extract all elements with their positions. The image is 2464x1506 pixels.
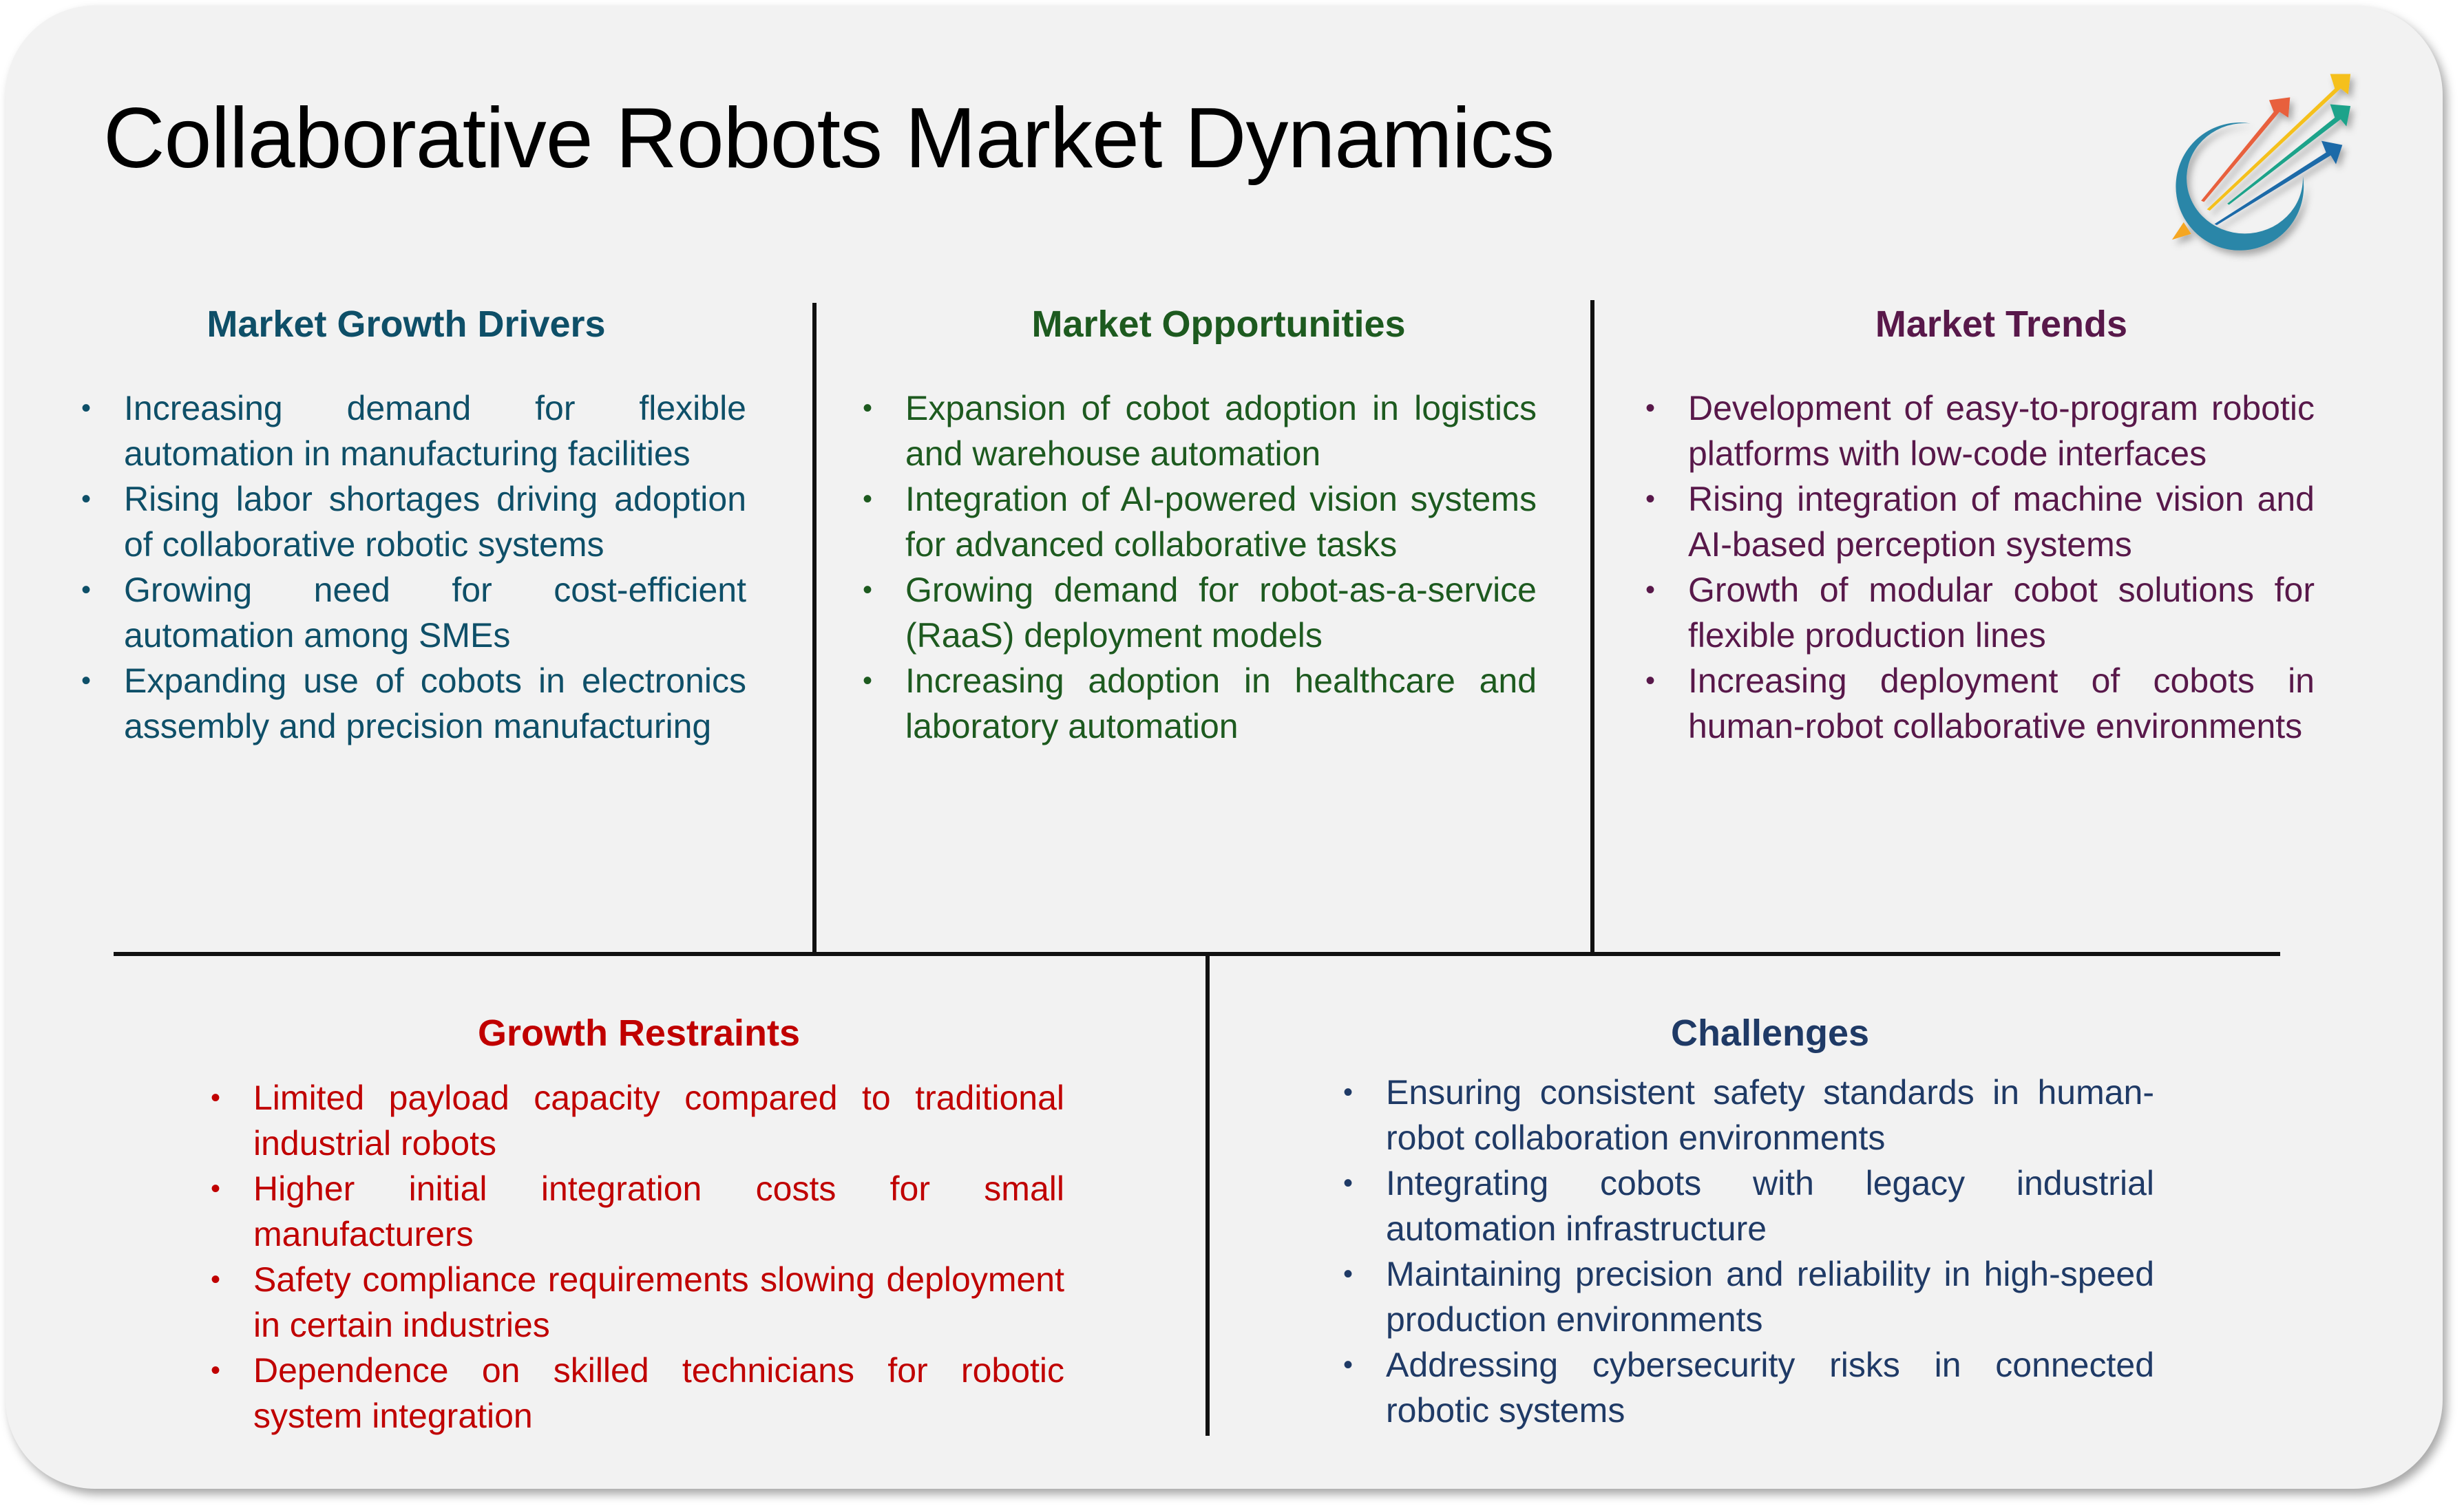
divider-vertical-1 [812, 303, 817, 954]
list-item: •Safety compliance requirements slowing … [211, 1260, 1064, 1344]
list-item: •Integration of AI-powered vision system… [863, 480, 1537, 564]
section-market-opportunities: Market Opportunities •Expansion of cobot… [863, 303, 1537, 749]
list-item: •Increasing deployment of cobots in huma… [1645, 661, 2315, 745]
divider-vertical-2 [1590, 300, 1594, 954]
list-item: •Expanding use of cobots in electronics … [81, 661, 746, 745]
list-item: •Growing demand for robot-as-a-service (… [863, 571, 1537, 655]
list-item: •Ensuring consistent safety standards in… [1343, 1073, 2154, 1157]
list-item: •Integrating cobots with legacy industri… [1343, 1164, 2154, 1248]
section-heading: Market Growth Drivers [207, 304, 606, 345]
section-challenges: Challenges •Ensuring consistent safety s… [1343, 1012, 2154, 1433]
list-item: •Dependence on skilled technicians for r… [211, 1351, 1064, 1435]
section-market-growth-drivers: Market Growth Drivers •Increasing demand… [81, 303, 746, 749]
list-item: •Rising labor shortages driving adoption… [81, 480, 746, 564]
list-item: •Growth of modular cobot solutions for f… [1645, 571, 2315, 655]
list-item: •Higher initial integration costs for sm… [211, 1169, 1064, 1253]
section-heading: Growth Restraints [477, 1012, 801, 1054]
list-item: •Expansion of cobot adoption in logistic… [863, 389, 1537, 473]
page-title: Collaborative Robots Market Dynamics [103, 91, 1555, 186]
divider-horizontal [114, 952, 2280, 956]
divider-vertical-3 [1205, 956, 1210, 1436]
dynamics-card [6, 6, 2443, 1489]
list-item: •Addressing cybersecurity risks in conne… [1343, 1346, 2154, 1430]
list-item: •Rising integration of machine vision an… [1645, 480, 2315, 564]
section-market-trends: Market Trends •Development of easy-to-pr… [1645, 303, 2315, 749]
section-heading: Market Opportunities [1031, 304, 1406, 345]
list-item: •Growing need for cost-efficient automat… [81, 571, 746, 655]
section-growth-restraints: Growth Restraints •Limited payload capac… [211, 1012, 1064, 1439]
list-item: •Increasing adoption in healthcare and l… [863, 661, 1537, 745]
list-item: •Limited payload capacity compared to tr… [211, 1079, 1064, 1163]
growth-arrows-logo-icon [2171, 74, 2351, 251]
section-heading: Challenges [1670, 1012, 1870, 1054]
list-item: •Development of easy-to-program robotic … [1645, 389, 2315, 473]
list-item: •Increasing demand for flexible automati… [81, 389, 746, 473]
section-heading: Market Trends [1875, 304, 2128, 345]
list-item: •Maintaining precision and reliability i… [1343, 1255, 2154, 1339]
